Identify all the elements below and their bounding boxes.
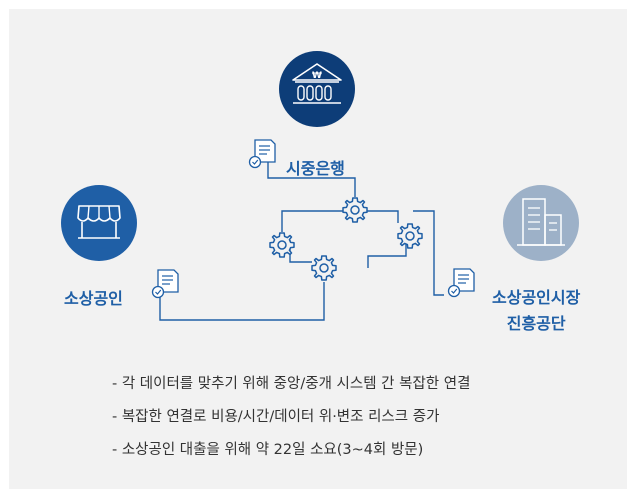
merchant-label: 소상공인 (64, 289, 123, 308)
notes-list: - 각 데이터를 맞추기 위해 중앙/중개 시스템 간 복잡한 연결 - 복잡한… (112, 373, 470, 472)
bank-label: 시중은행 (286, 159, 345, 178)
bank-won-icon: ₩ (279, 51, 355, 127)
storefront-icon (61, 185, 137, 261)
office-building-icon (503, 185, 579, 261)
document-check-icon (447, 268, 475, 298)
note-item: - 소상공인 대출을 위해 약 22일 소요(3~4회 방문) (112, 442, 424, 458)
gear-icon (397, 223, 423, 249)
gear-icon (342, 197, 368, 223)
agency-label-line1: 소상공인시장 (492, 288, 581, 307)
gear-icon (269, 232, 295, 258)
gear-icon (311, 255, 337, 281)
agency-label-line2: 진흥공단 (506, 314, 566, 333)
note-item: - 복잡한 연결로 비용/시간/데이터 위·변조 리스크 증가 (112, 409, 440, 425)
document-check-icon (248, 139, 276, 169)
document-check-icon (151, 269, 179, 299)
note-item: - 각 데이터를 맞추기 위해 중앙/중개 시스템 간 복잡한 연결 (112, 376, 471, 392)
agency-label: 소상공인시장 진흥공단 (492, 285, 580, 337)
svg-text:₩: ₩ (312, 71, 322, 81)
